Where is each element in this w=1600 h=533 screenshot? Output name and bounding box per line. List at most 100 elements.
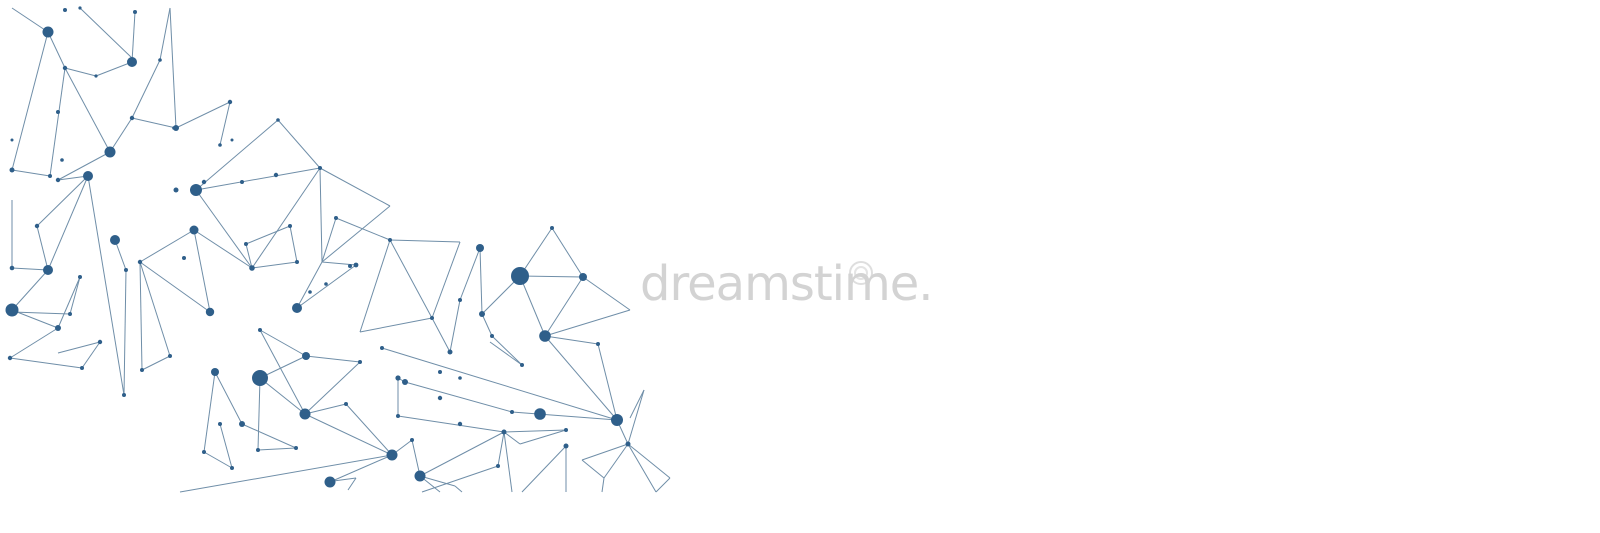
network-node bbox=[244, 242, 248, 246]
network-node bbox=[129, 115, 135, 121]
network-link bbox=[195, 189, 253, 269]
network-node bbox=[55, 325, 61, 331]
network-node bbox=[230, 466, 234, 470]
network-node bbox=[252, 370, 268, 386]
network-link bbox=[519, 227, 553, 277]
network-link bbox=[57, 341, 101, 354]
network-node bbox=[158, 58, 162, 62]
network-link bbox=[627, 443, 657, 493]
network-link bbox=[544, 335, 599, 345]
network-node bbox=[458, 376, 462, 380]
network-node bbox=[239, 421, 245, 427]
network-link bbox=[319, 167, 323, 263]
network-node bbox=[173, 187, 179, 193]
network-link bbox=[389, 239, 433, 319]
network-node bbox=[218, 422, 222, 426]
network-node bbox=[202, 450, 206, 454]
network-node bbox=[62, 65, 68, 71]
network-node bbox=[110, 235, 120, 245]
network-node bbox=[63, 8, 67, 12]
network-node bbox=[457, 421, 463, 427]
network-link bbox=[304, 403, 347, 415]
network-node bbox=[476, 244, 484, 252]
network-link bbox=[519, 275, 584, 278]
network-link bbox=[109, 117, 133, 153]
network-link bbox=[321, 217, 337, 263]
network-link bbox=[454, 485, 463, 493]
network-link bbox=[419, 431, 505, 477]
network-link bbox=[597, 343, 618, 421]
network-node bbox=[205, 307, 215, 317]
network-node bbox=[380, 346, 384, 350]
network-link bbox=[123, 269, 127, 396]
network-node bbox=[249, 265, 255, 271]
network-node bbox=[78, 6, 82, 10]
network-node bbox=[458, 298, 462, 302]
network-link bbox=[11, 7, 49, 33]
network-link bbox=[193, 229, 253, 269]
network-link bbox=[81, 341, 101, 369]
network-link bbox=[449, 299, 461, 353]
network-link bbox=[304, 413, 393, 456]
network-node bbox=[182, 256, 186, 260]
network-node bbox=[438, 370, 442, 374]
network-node bbox=[510, 410, 514, 414]
network-node bbox=[358, 360, 362, 364]
network-link bbox=[655, 477, 671, 493]
network-link bbox=[195, 167, 321, 191]
network-link bbox=[481, 313, 493, 337]
network-node bbox=[479, 311, 485, 317]
network-node bbox=[334, 216, 338, 220]
network-link bbox=[245, 243, 253, 269]
network-link bbox=[9, 357, 83, 369]
network-link bbox=[195, 119, 279, 191]
network-link bbox=[219, 101, 231, 146]
network-node bbox=[625, 441, 631, 447]
network-link bbox=[581, 459, 605, 479]
network-link bbox=[259, 329, 307, 357]
network-link bbox=[47, 175, 89, 271]
network-link bbox=[419, 475, 456, 487]
network-node bbox=[201, 179, 207, 185]
network-node bbox=[68, 312, 72, 316]
network-link bbox=[359, 317, 433, 333]
network-link bbox=[11, 309, 59, 329]
network-link bbox=[397, 415, 505, 433]
network-link bbox=[141, 355, 171, 371]
network-link bbox=[11, 169, 51, 177]
network-link bbox=[49, 67, 66, 177]
network-node bbox=[55, 177, 61, 183]
network-link bbox=[257, 447, 297, 451]
network-node bbox=[230, 138, 234, 142]
network-link bbox=[11, 267, 49, 271]
network-link bbox=[169, 7, 177, 129]
network-link bbox=[289, 225, 298, 263]
network-node bbox=[395, 375, 401, 381]
network-node bbox=[9, 265, 15, 271]
network-link bbox=[627, 389, 645, 445]
network-link bbox=[347, 477, 357, 491]
network-link bbox=[305, 355, 361, 363]
network-link bbox=[257, 377, 261, 451]
network-node bbox=[324, 476, 336, 488]
network-link bbox=[175, 101, 231, 129]
network-link bbox=[11, 31, 49, 171]
network-node bbox=[78, 275, 82, 279]
network-link bbox=[36, 225, 49, 271]
network-link bbox=[296, 261, 323, 309]
network-node bbox=[496, 464, 500, 468]
network-link bbox=[582, 276, 631, 311]
network-link bbox=[241, 423, 297, 449]
network-link bbox=[404, 381, 513, 413]
network-link bbox=[389, 239, 461, 243]
network-node bbox=[534, 408, 546, 420]
network-link bbox=[581, 443, 629, 461]
network-link bbox=[179, 454, 393, 493]
network-lines bbox=[9, 7, 671, 493]
network-link bbox=[431, 317, 451, 353]
network-node bbox=[190, 184, 202, 196]
network-link bbox=[519, 429, 567, 445]
network-node bbox=[133, 10, 137, 14]
network-node bbox=[292, 303, 302, 313]
network-node bbox=[447, 349, 453, 355]
